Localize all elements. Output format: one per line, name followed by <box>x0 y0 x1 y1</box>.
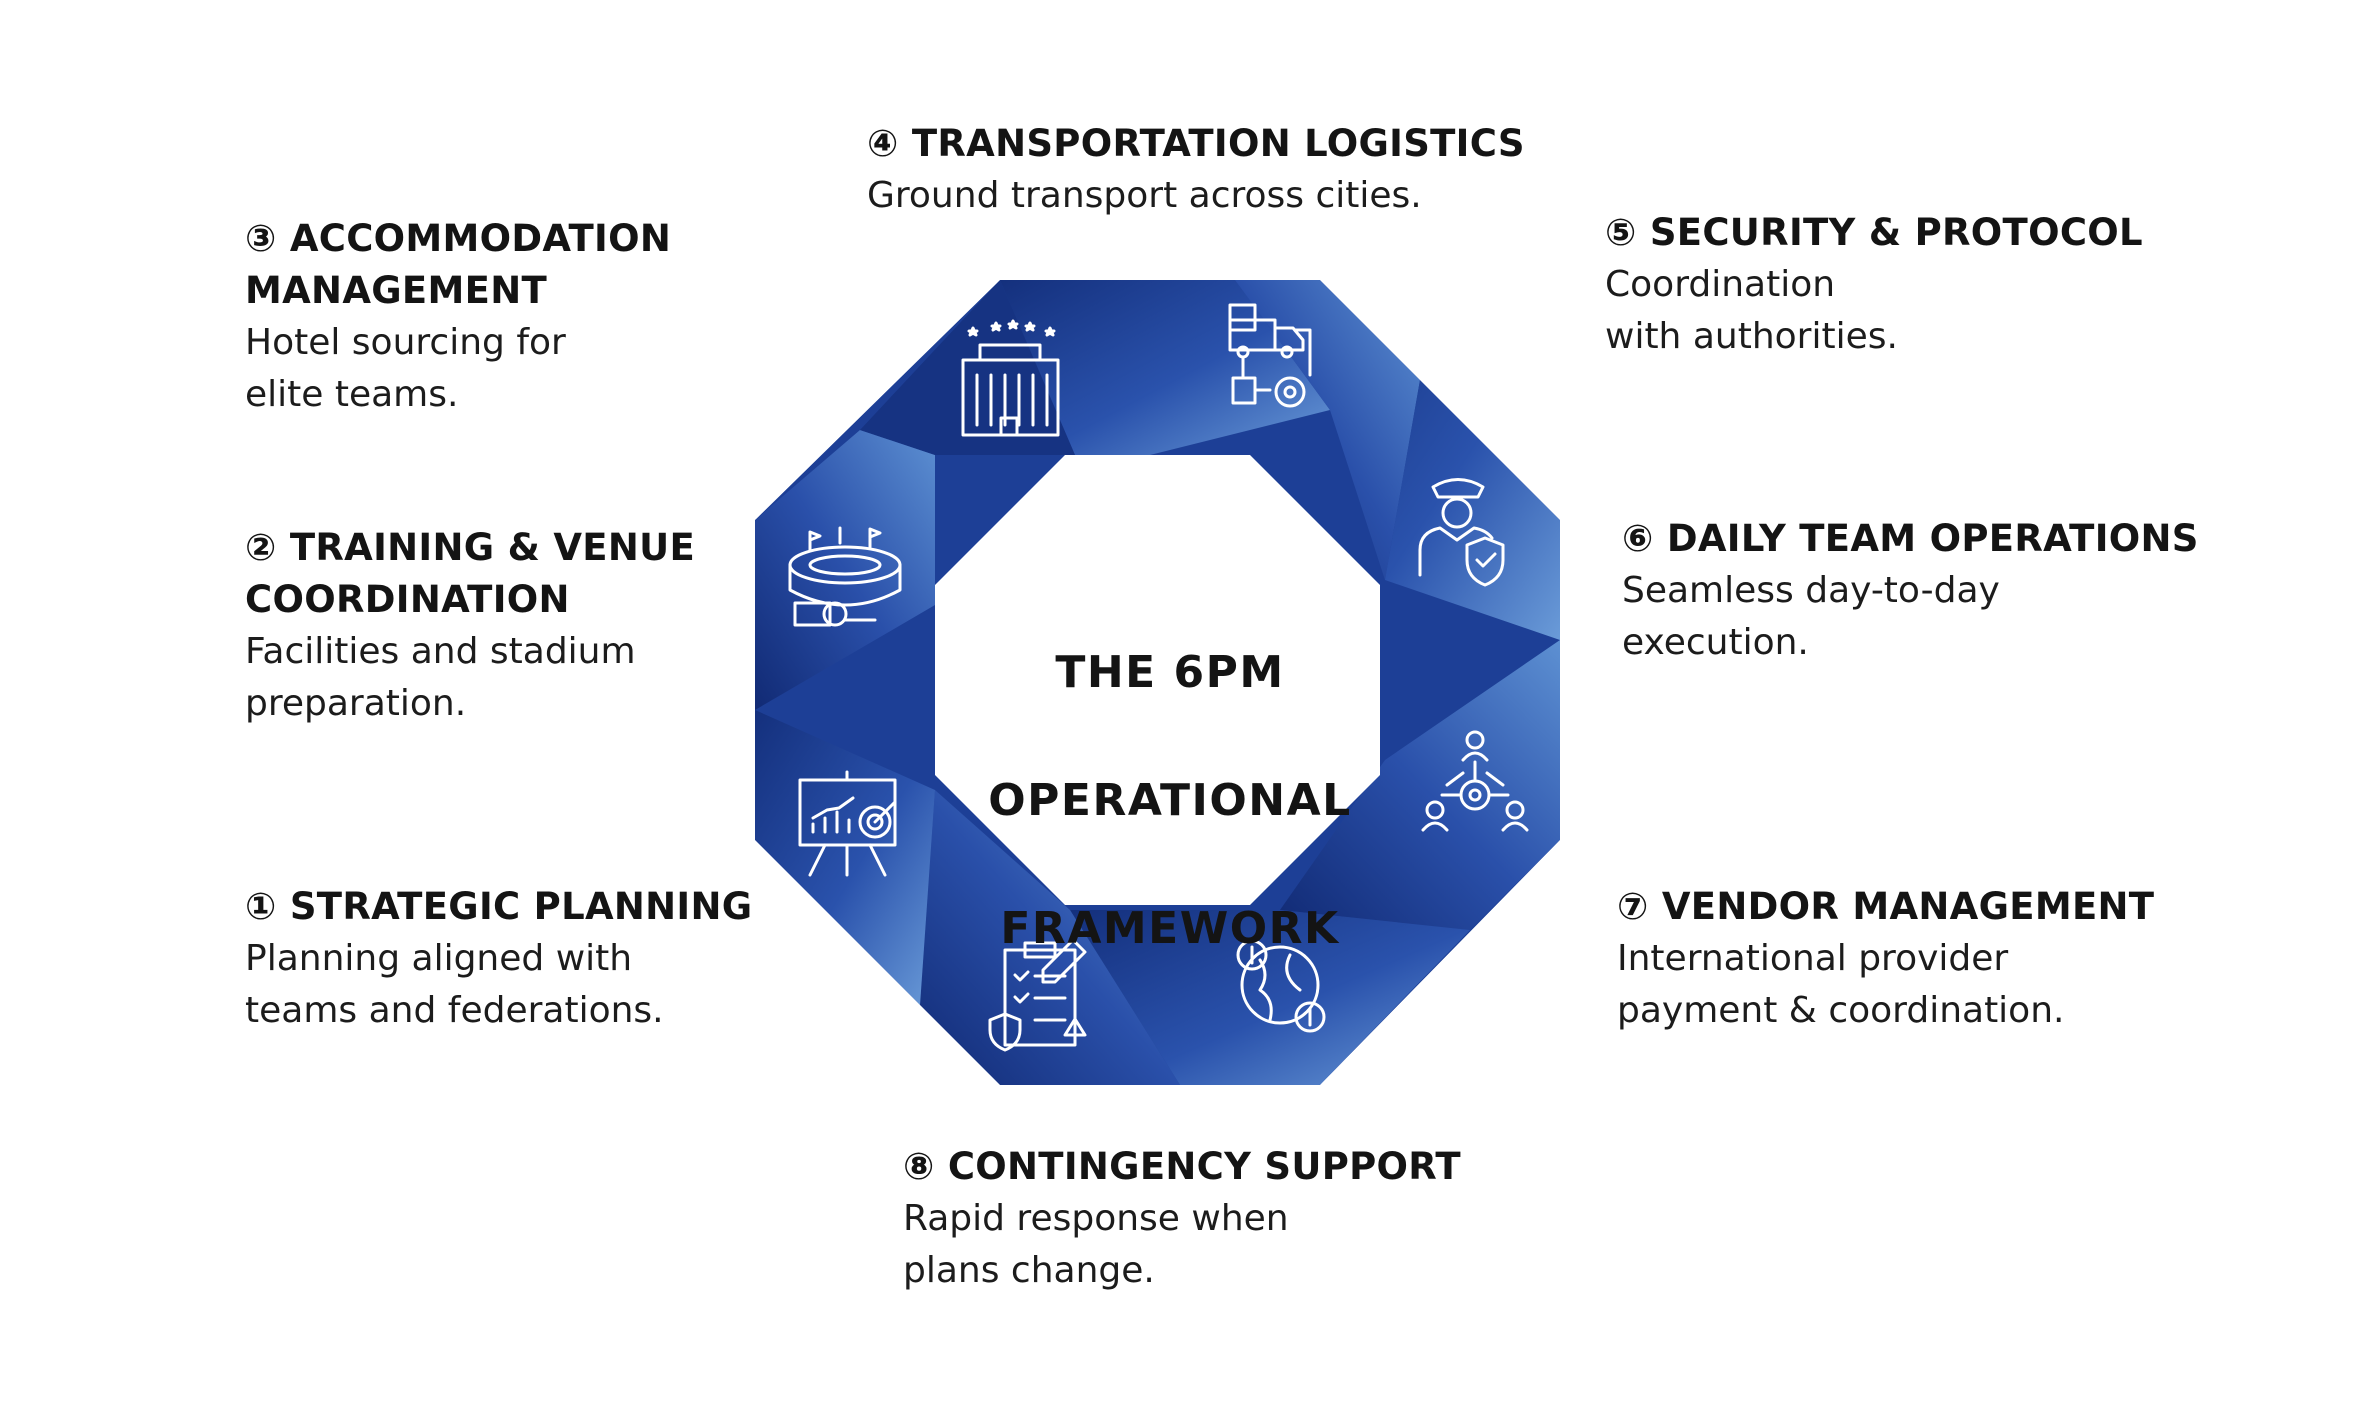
item-contingency-support: ⑧ CONTINGENCY SUPPORT Rapid response whe… <box>903 1141 1461 1297</box>
item-desc: Hotel sourcing for elite teams. <box>245 322 566 415</box>
segment-training <box>755 430 935 710</box>
segment-contingency <box>920 790 1180 1085</box>
item-desc: Facilities and stadium preparation. <box>245 631 636 724</box>
item-desc: Seamless day-to-day execution. <box>1622 570 2000 663</box>
hotel-icon <box>961 319 1060 437</box>
item-title: ⑧ CONTINGENCY SUPPORT <box>903 1145 1461 1188</box>
item-daily-operations: ⑥ DAILY TEAM OPERATIONS Seamless day-to-… <box>1622 513 2199 669</box>
item-security: ⑤ SECURITY & PROTOCOL Coordination with … <box>1605 207 2143 363</box>
item-training: ② TRAINING & VENUE COORDINATION Faciliti… <box>245 522 695 730</box>
checklist-shield-icon <box>988 938 1087 1052</box>
presentation-target-icon <box>798 770 897 877</box>
framework-title-line3: FRAMEWORK <box>1000 903 1340 954</box>
segment-daily-ops <box>1280 640 1560 930</box>
item-title: ⑤ SECURITY & PROTOCOL <box>1605 211 2143 254</box>
global-payment-icon <box>1236 939 1326 1033</box>
item-title: ① STRATEGIC PLANNING <box>245 885 753 928</box>
item-title: ② TRAINING & VENUE COORDINATION <box>245 526 696 621</box>
segment-fold-a <box>860 280 1075 455</box>
item-title: ③ ACCOMMODATION MANAGEMENT <box>245 217 672 312</box>
item-title: ⑦ VENDOR MANAGEMENT <box>1617 885 2155 928</box>
item-desc: International provider payment & coordin… <box>1617 938 2065 1031</box>
octagon-framework-diagram <box>755 280 1560 1085</box>
segment-accommodation <box>1000 280 1330 455</box>
item-desc: Ground transport across cities. <box>867 175 1422 216</box>
item-desc: Coordination with authorities. <box>1605 264 1898 357</box>
item-title: ④ TRANSPORTATION LOGISTICS <box>867 122 1525 165</box>
item-title: ⑥ DAILY TEAM OPERATIONS <box>1622 517 2199 560</box>
stadium-icon <box>788 526 902 627</box>
framework-title-line1: THE 6PM <box>1055 647 1285 698</box>
item-desc: Planning aligned with teams and federati… <box>245 938 664 1031</box>
item-strategic-planning: ① STRATEGIC PLANNING Planning aligned wi… <box>245 881 752 1037</box>
item-accommodation: ③ ACCOMMODATION MANAGEMENT Hotel sourcin… <box>245 213 671 421</box>
truck-logistics-icon <box>1228 303 1312 408</box>
item-vendor-management: ⑦ VENDOR MANAGEMENT International provid… <box>1617 881 2154 1037</box>
segment-vendor <box>1070 910 1470 1085</box>
segment-transportation <box>1235 280 1420 580</box>
segment-security <box>1320 280 1560 640</box>
team-network-icon <box>1421 730 1529 832</box>
framework-title: THE 6PM OPERATIONAL FRAMEWORK <box>960 577 1380 1025</box>
security-officer-icon <box>1418 478 1505 587</box>
item-desc: Rapid response when plans change. <box>903 1198 1289 1291</box>
framework-title-line2: OPERATIONAL <box>988 775 1352 826</box>
item-transportation: ④ TRANSPORTATION LOGISTICS Ground transp… <box>867 118 1525 222</box>
center-hole <box>935 455 1380 905</box>
